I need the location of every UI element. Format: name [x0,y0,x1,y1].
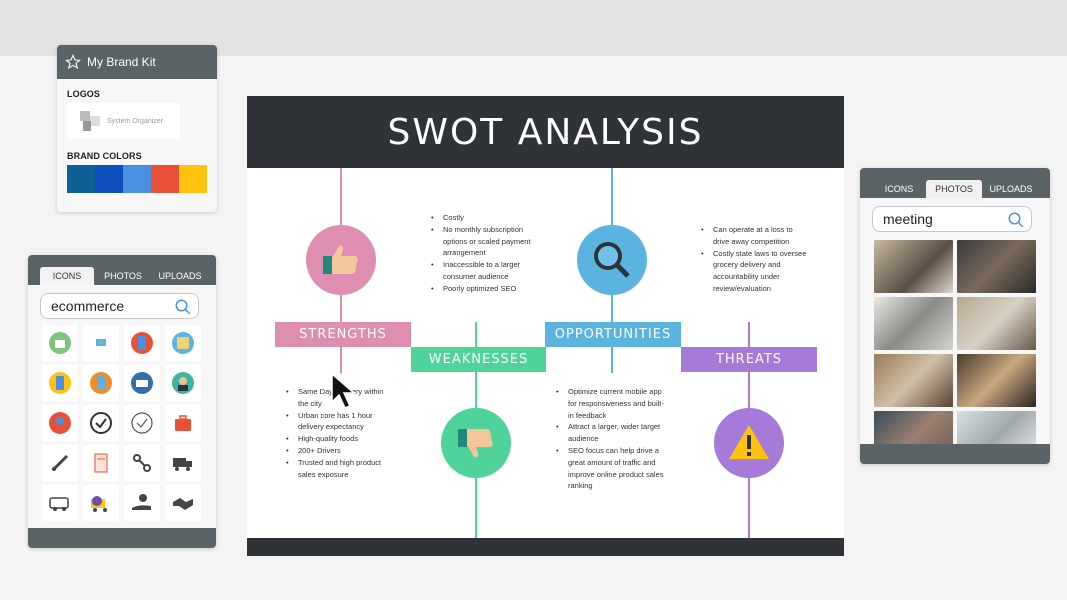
handshake-icon[interactable] [165,485,201,521]
list-item: Poorly optimized SEO [429,283,541,295]
slide-title[interactable]: SWOT ANALYSIS [387,111,704,153]
card-payment-icon[interactable] [124,365,160,401]
photos-panel: ICONS PHOTOS UPLOADS meeting [860,168,1050,464]
brand-colors-label: BRAND COLORS [67,151,142,161]
meeting-photo[interactable] [957,354,1036,407]
mobile-app-icon[interactable] [83,365,119,401]
opportunities-list[interactable]: Optimize current mobile app for responsi… [554,386,664,492]
meeting-photo[interactable] [874,297,953,350]
search-icon[interactable] [1007,211,1025,229]
check-badge-icon[interactable] [124,405,160,441]
weaknesses-list[interactable]: Costly No monthly subscription options o… [429,212,541,295]
tab-uploads[interactable]: UPLOADS [158,271,202,281]
icons-panel-footer [28,528,216,548]
photo-search-input[interactable]: meeting [872,206,1032,232]
slide-footer [247,538,844,556]
meeting-photo[interactable] [957,297,1036,350]
list-item: 200+ Drivers [284,445,390,457]
list-item: Costly state laws to oversee grocery del… [699,248,807,295]
weaknesses-label[interactable]: WEAKNESSES [411,347,546,372]
star-icon [65,54,81,70]
list-item: Attract a larger, wider target audience [554,421,664,445]
tab-photos[interactable]: PHOTOS [104,271,142,281]
search-icon[interactable] [174,298,192,316]
photo-results-grid [874,240,1036,464]
threats-label[interactable]: THREATS [681,347,817,372]
shopping-bag-icon[interactable] [42,325,78,361]
briefcase-icon[interactable] [165,405,201,441]
meeting-photo[interactable] [957,240,1036,293]
list-item: Urban core has 1 hour delivery expectanc… [284,410,390,434]
delivery-truck-icon[interactable] [165,445,201,481]
color-swatch[interactable] [151,165,179,193]
list-item: Trusted and high product sales exposure [284,457,390,481]
meeting-photo[interactable] [874,240,953,293]
icon-search-input[interactable]: ecommerce [40,293,199,319]
weaknesses-circle[interactable] [441,408,511,478]
check-circle-icon[interactable] [83,405,119,441]
slide-header: SWOT ANALYSIS [247,96,844,168]
threats-list[interactable]: Can operate at a loss to drive away comp… [699,224,807,295]
color-swatch[interactable] [67,165,95,193]
customer-icon[interactable] [165,365,201,401]
van-icon[interactable] [42,485,78,521]
opportunities-circle[interactable] [577,225,647,295]
warning-icon [729,425,769,459]
phone-cart-icon[interactable] [42,365,78,401]
icons-panel: ICONS PHOTOS UPLOADS ecommerce [28,255,216,548]
online-store-icon[interactable] [83,325,119,361]
photos-panel-tabs: ICONS PHOTOS UPLOADS [860,168,1050,198]
icon-results-grid [42,325,201,521]
logo-text: System Organizer [107,117,164,125]
clock-truck-icon[interactable] [83,485,119,521]
brand-logo[interactable]: System Organizer [67,103,180,139]
list-item: Inaccessible to a larger consumer audien… [429,259,541,283]
logo-mark-icon [80,111,100,131]
swot-slide[interactable]: SWOT ANALYSIS STRENGTHS WEAKNESSES OPPOR… [247,96,844,556]
list-item: Optimize current mobile app for responsi… [554,386,664,421]
color-swatch[interactable] [95,165,123,193]
delivery-route-icon[interactable] [124,445,160,481]
strengths-label[interactable]: STRENGTHS [275,322,411,347]
list-item: No monthly subscription options or scale… [429,224,541,259]
icon-search-value: ecommerce [51,298,125,314]
brand-kit-panel: My Brand Kit LOGOS System Organizer BRAN… [57,45,217,212]
tab-photos[interactable]: PHOTOS [926,180,982,198]
brand-kit-title: My Brand Kit [87,55,156,69]
brand-color-swatches [67,165,217,193]
list-item: Costly [429,212,541,224]
magnifier-icon [594,242,630,278]
tab-icons[interactable]: ICONS [40,267,94,285]
tab-uploads[interactable]: UPLOADS [989,184,1033,194]
mobile-shop-icon[interactable] [124,325,160,361]
threats-circle[interactable] [714,408,784,478]
meeting-photo[interactable] [874,354,953,407]
mouse-cursor-icon [331,372,357,409]
tab-icons[interactable]: ICONS [884,184,914,194]
logos-label: LOGOS [67,89,101,99]
photo-search-value: meeting [883,211,933,227]
color-swatch[interactable] [123,165,151,193]
opportunities-label[interactable]: OPPORTUNITIES [545,322,681,347]
color-swatch[interactable] [179,165,207,193]
list-item: Can operate at a loss to drive away comp… [699,224,807,248]
thumbs-up-icon [323,245,358,274]
thumbs-down-icon [458,429,493,458]
list-item: High-quality foods [284,433,390,445]
warehouse-icon[interactable] [42,405,78,441]
sign-pen-icon[interactable] [42,445,78,481]
tablet-shop-icon[interactable] [165,325,201,361]
photos-panel-footer [860,444,1050,464]
icons-panel-tabs: ICONS PHOTOS UPLOADS [28,255,216,285]
list-item: SEO focus can help drive a great amount … [554,445,664,492]
hand-money-icon[interactable] [124,485,160,521]
receipt-icon[interactable] [83,445,119,481]
brand-kit-header[interactable]: My Brand Kit [57,45,217,79]
strengths-circle[interactable] [306,225,376,295]
